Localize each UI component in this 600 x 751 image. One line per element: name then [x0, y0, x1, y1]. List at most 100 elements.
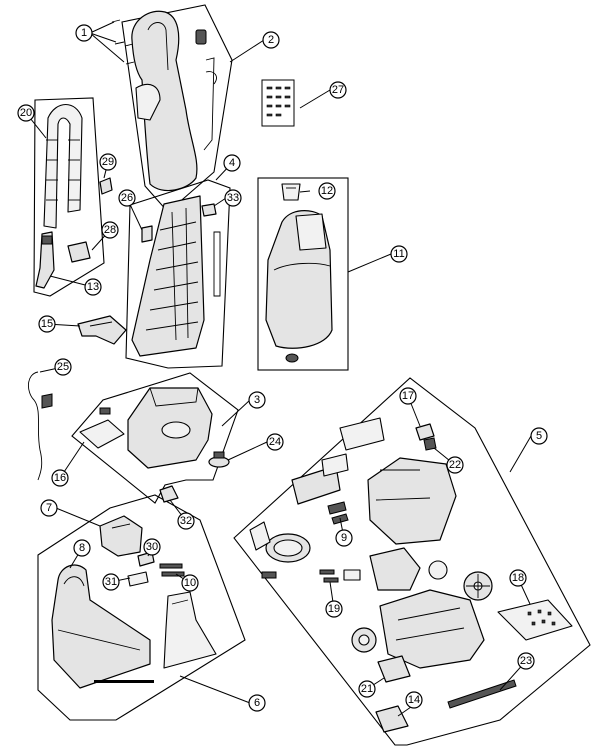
callout-3: 3: [248, 391, 266, 409]
part-9: [327, 501, 349, 525]
screws-part-27: [261, 79, 295, 127]
callout-25: 25: [54, 358, 72, 376]
valve-part-32: [159, 485, 179, 503]
callout-29: 29: [99, 153, 117, 171]
svg-text:15: 15: [41, 318, 53, 330]
callout-23: 23: [517, 652, 535, 670]
svg-text:12: 12: [321, 185, 333, 197]
leader-lines: [25, 21, 532, 717]
clip-part-29: [99, 177, 113, 195]
tank-group-frame: [257, 177, 349, 371]
callout-10: 10: [181, 574, 199, 592]
base-part: [351, 571, 493, 669]
part-31: [127, 571, 149, 587]
callout-6: 6: [248, 694, 266, 712]
svg-text:19: 19: [328, 603, 340, 615]
frame-part-4: [131, 195, 221, 357]
callout-7: 7: [40, 499, 58, 517]
tool-part-13: [35, 231, 55, 289]
callout-11: 11: [390, 245, 408, 263]
svg-text:26: 26: [121, 192, 133, 204]
base-housing-part-5: [291, 417, 457, 545]
callout-1: 1: [75, 24, 93, 42]
svg-text:16: 16: [54, 472, 66, 484]
svg-text:14: 14: [408, 694, 420, 706]
svg-text:8: 8: [79, 542, 85, 554]
plate-part-16: [79, 407, 125, 449]
hood-part-7: [99, 515, 143, 557]
plate-part-18: [497, 599, 573, 641]
handle-group-frame: [121, 4, 233, 213]
callout-5: 5: [530, 427, 548, 445]
callout-33: 33: [224, 189, 242, 207]
svg-text:7: 7: [46, 502, 52, 514]
callout-17: 17: [399, 387, 417, 405]
base-group-frame: [233, 377, 591, 746]
svg-text:33: 33: [227, 192, 239, 204]
svg-text:22: 22: [449, 459, 461, 471]
tank-part-11: [265, 210, 333, 363]
callout-2: 2: [262, 31, 280, 49]
hose-part-20: [43, 103, 83, 229]
svg-text:28: 28: [104, 224, 116, 236]
motor-part: [249, 521, 311, 579]
clip-part-33: [201, 203, 217, 217]
cord-part-25: [28, 371, 53, 481]
latch-part-15: [77, 315, 127, 345]
svg-text:6: 6: [254, 697, 260, 709]
callout-18: 18: [509, 569, 527, 587]
bracket-part-21: [377, 655, 411, 683]
callout-15: 15: [38, 315, 56, 333]
svg-text:24: 24: [269, 436, 281, 448]
svg-text:31: 31: [105, 576, 117, 588]
cap-part-28: [67, 241, 91, 263]
callout-31: 31: [102, 573, 120, 591]
callout-28: 28: [101, 221, 119, 239]
callout-12: 12: [318, 182, 336, 200]
callout-20: 20: [17, 104, 35, 122]
callout-22: 22: [446, 456, 464, 474]
svg-text:4: 4: [229, 157, 235, 169]
clip-part-17: [415, 423, 435, 441]
nozzle-body-part-8: [51, 564, 151, 689]
callout-19: 19: [325, 600, 343, 618]
strip-part-10: [159, 563, 185, 577]
callout-26: 26: [118, 189, 136, 207]
svg-text:21: 21: [361, 683, 373, 695]
hose-group-frame: [33, 97, 105, 297]
svg-text:18: 18: [512, 572, 524, 584]
callout-21: 21: [358, 680, 376, 698]
clip-part-26: [141, 225, 153, 243]
strip-part-23: [447, 679, 517, 709]
svg-text:11: 11: [393, 248, 404, 260]
svg-text:17: 17: [402, 390, 414, 402]
svg-text:9: 9: [341, 532, 347, 544]
callout-30: 30: [143, 538, 161, 556]
svg-text:27: 27: [332, 84, 344, 96]
svg-text:25: 25: [57, 361, 69, 373]
svg-text:2: 2: [268, 34, 274, 46]
nozzle-group-frame: [37, 494, 246, 721]
callout-32: 32: [177, 512, 195, 530]
pump-part: [369, 547, 448, 591]
svg-text:1: 1: [81, 27, 87, 39]
tank-base-part-3: [127, 387, 213, 469]
callout-4: 4: [223, 154, 241, 172]
svg-text:30: 30: [146, 541, 158, 553]
bracket-part-14: [375, 705, 409, 733]
svg-text:10: 10: [184, 577, 196, 589]
svg-text:3: 3: [254, 394, 260, 406]
callout-13: 13: [84, 278, 102, 296]
frame-group-frame: [125, 179, 231, 369]
callout-16: 16: [51, 469, 69, 487]
svg-text:23: 23: [520, 655, 532, 667]
svg-text:5: 5: [536, 430, 542, 442]
strip-part-19: [319, 569, 361, 583]
clip-part-22: [423, 437, 437, 451]
svg-text:20: 20: [20, 107, 32, 119]
svg-text:32: 32: [180, 515, 192, 527]
callout-9: 9: [335, 529, 353, 547]
callout-14: 14: [405, 691, 423, 709]
